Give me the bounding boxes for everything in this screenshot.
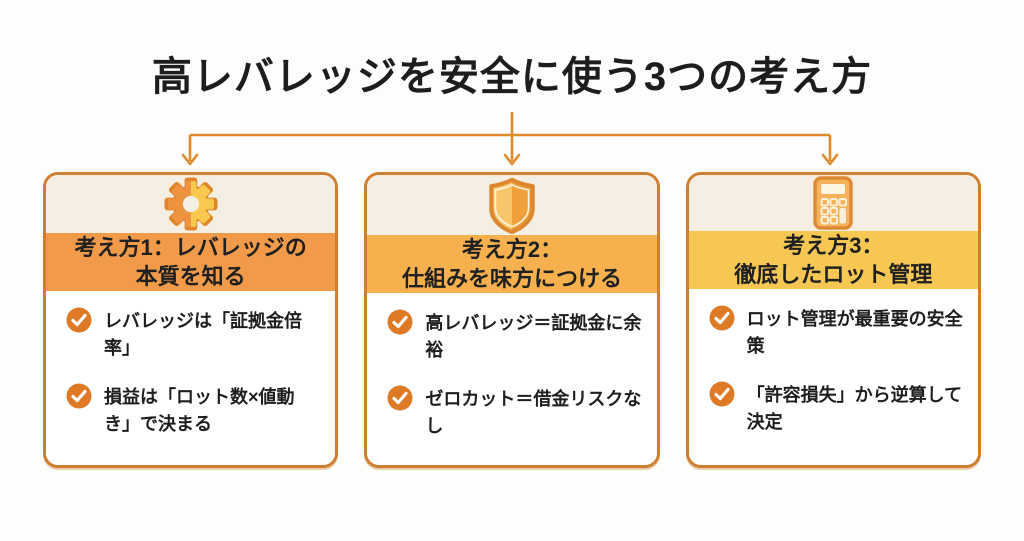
cards-row: 考え方1：レバレッジの 本質を知る レバレッジは「証拠金倍率」 損益は xyxy=(43,172,981,468)
card-2-header-line1: 考え方2： xyxy=(461,237,563,262)
bullet-text: レバレッジは「証拠金倍率」 xyxy=(104,311,302,359)
list-item: ロット管理が最重要の安全策 xyxy=(709,305,964,360)
bullet-text: ロット管理が最重要の安全策 xyxy=(746,309,963,357)
card-2-header: 考え方2： 仕組みを味方につける xyxy=(367,235,657,294)
gear-icon xyxy=(164,177,218,231)
list-item: レバレッジは「証拠金倍率」 xyxy=(66,307,321,362)
card-1-header-line2: 本質を知る xyxy=(135,264,246,290)
arrowhead-right xyxy=(821,153,839,166)
card-2-header-line2: 仕組みを味方につける xyxy=(401,266,622,292)
check-icon xyxy=(66,307,92,333)
card-1: 考え方1：レバレッジの 本質を知る レバレッジは「証拠金倍率」 損益は xyxy=(43,172,339,468)
check-icon xyxy=(387,385,413,411)
check-icon xyxy=(66,383,92,409)
bullet-text: ゼロカット＝借金リスクなし xyxy=(425,389,642,437)
calculator-icon xyxy=(813,176,854,230)
check-icon xyxy=(709,305,735,331)
check-icon xyxy=(387,309,413,335)
list-item: 高レバレッジ＝証拠金に余裕 xyxy=(387,309,642,364)
bullet-text: 高レバレッジ＝証拠金に余裕 xyxy=(425,313,642,361)
check-icon xyxy=(709,381,735,407)
bullet-text: 損益は「ロット数×値動き」で決まる xyxy=(104,387,295,435)
card-1-header: 考え方1：レバレッジの 本質を知る xyxy=(46,233,336,292)
card-3: 考え方3： 徹底したロット管理 ロット管理が最重要の安全策 「許容損失 xyxy=(685,172,981,468)
card-3-header-line2: 徹底したロット管理 xyxy=(734,262,933,288)
list-item: 損益は「ロット数×値動き」で決まる xyxy=(66,383,321,438)
list-item: ゼロカット＝借金リスクなし xyxy=(387,385,642,440)
list-item: 「許容損失」から逆算して決定 xyxy=(709,381,964,436)
branch-connector xyxy=(181,112,839,166)
card-3-header-line1: 考え方3： xyxy=(783,233,884,258)
arrowhead-center xyxy=(503,153,521,166)
card-2: 考え方2： 仕組みを味方につける 高レバレッジ＝証拠金に余裕 ゼロカッ xyxy=(364,172,660,468)
bullet-text: 「許容損失」から逆算して決定 xyxy=(746,385,963,433)
card-1-header-line1: 考え方1：レバレッジの xyxy=(74,235,307,260)
page-title: 高レバレッジを安全に使う3つの考え方 xyxy=(151,55,873,99)
shield-icon xyxy=(489,177,535,235)
card-3-header: 考え方3： 徹底したロット管理 xyxy=(688,231,978,290)
arrowhead-left xyxy=(181,153,199,166)
